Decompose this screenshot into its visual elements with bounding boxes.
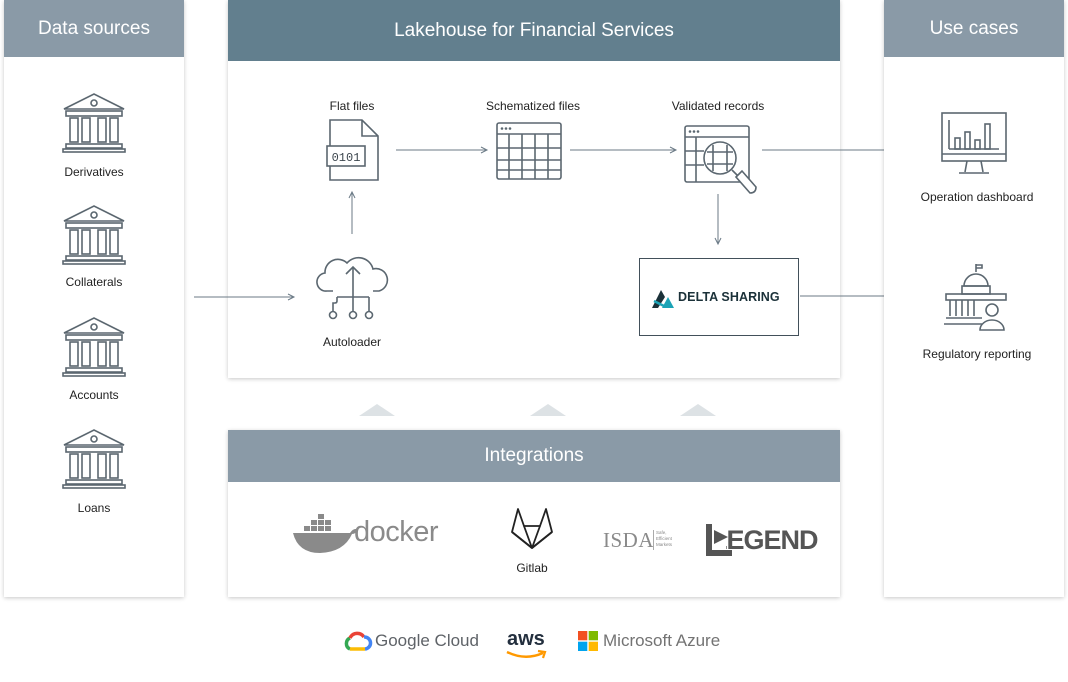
validated-records-label: Validated records — [671, 99, 765, 113]
flat-files-label: Flat files — [329, 99, 375, 113]
source-label-collaterals: Collaterals — [65, 275, 123, 289]
validated-records-icon — [684, 125, 757, 194]
use-cases-header: Use cases — [884, 0, 1064, 57]
bank-icon — [62, 317, 126, 377]
integrations-panel: Integrations — [228, 430, 840, 597]
flat-file-icon: 0101 — [326, 119, 379, 181]
gitlab-label: Gitlab — [516, 561, 548, 575]
source-label-loans: Loans — [77, 501, 111, 515]
cloud-upload-icon — [316, 256, 389, 320]
schematized-file-icon — [496, 122, 562, 180]
isda-tagline: Safe, Efficient Markets — [656, 530, 673, 547]
use-cases-title: Use cases — [929, 18, 1019, 39]
isda-wordmark: ISDA — [603, 528, 655, 552]
legend-wordmark: LEGEND — [726, 525, 818, 556]
docker-logo-icon — [293, 514, 358, 553]
bank-icon — [62, 205, 126, 265]
data-sources-title: Data sources — [38, 18, 150, 39]
gitlab-logo-icon — [511, 508, 553, 549]
schematized-files-label: Schematized files — [485, 99, 581, 113]
bank-icon — [62, 93, 126, 153]
bank-icon — [62, 429, 126, 489]
delta-sharing-logo-icon — [652, 290, 674, 308]
google-cloud-icon — [344, 631, 373, 651]
use-case-label-operation-dashboard: Operation dashboard — [920, 190, 1034, 204]
government-building-icon — [944, 264, 1007, 331]
dashboard-monitor-icon — [941, 112, 1007, 174]
use-cases-panel: Use cases — [884, 0, 1064, 597]
lakehouse-header: Lakehouse for Financial Services — [228, 0, 840, 61]
integrations-header: Integrations — [228, 430, 840, 482]
isda-divider — [653, 530, 654, 550]
delta-sharing-box: DELTA SHARING — [639, 258, 799, 336]
docker-wordmark: docker — [354, 516, 439, 548]
data-sources-header: Data sources — [4, 0, 184, 57]
aws-smile-icon — [506, 649, 547, 659]
microsoft-azure-icon — [578, 631, 598, 651]
flat-file-code: 0101 — [332, 151, 361, 165]
microsoft-azure-wordmark: Microsoft Azure — [603, 631, 721, 650]
legend-logo-icon — [706, 524, 732, 556]
legend-wordmark-text: LEGEND — [726, 525, 818, 555]
delta-sharing-text: DELTA SHARING — [678, 290, 780, 304]
integrations-title: Integrations — [484, 445, 584, 466]
use-case-label-regulatory-reporting: Regulatory reporting — [922, 347, 1032, 361]
lakehouse-title: Lakehouse for Financial Services — [394, 20, 674, 41]
source-label-derivatives: Derivatives — [64, 165, 124, 179]
google-cloud-wordmark: Google Cloud — [375, 631, 479, 650]
autoloader-label: Autoloader — [322, 335, 382, 349]
aws-wordmark: aws — [507, 628, 545, 650]
source-label-accounts: Accounts — [69, 388, 119, 402]
